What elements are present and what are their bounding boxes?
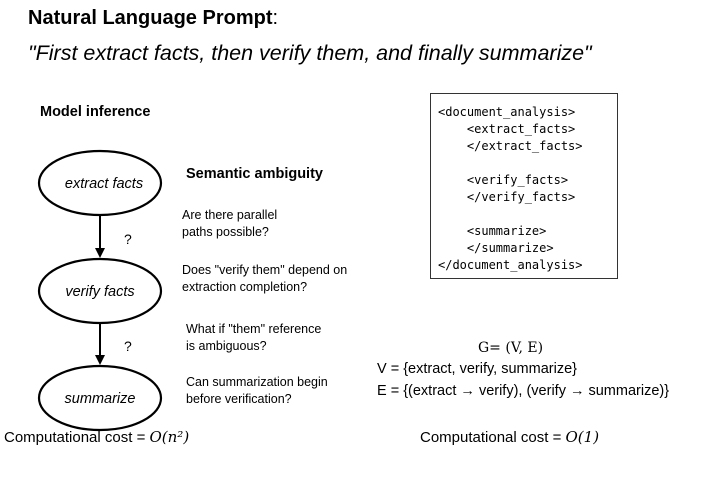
ambiguity-question: Can summarization begin before verificat… <box>186 375 328 406</box>
code-line: </verify_facts> <box>438 190 576 204</box>
semantic-ambiguity-heading: Semantic ambiguity <box>186 166 323 182</box>
code-line: <verify_facts> <box>438 173 569 187</box>
graph-edges: E = {(extract → verify), (verify → summa… <box>377 383 670 399</box>
cost-right: Computational cost = O(1) <box>420 428 600 446</box>
ambiguity-question: Are there parallel paths possible? <box>182 208 278 239</box>
svg-text:summarize: summarize <box>65 391 136 407</box>
node-extract-facts: extract facts <box>37 149 163 217</box>
cost-left: Computational cost = O(n²) <box>4 428 190 446</box>
code-line: <summarize> <box>438 224 547 238</box>
graph-vertices: V = {extract, verify, summarize} <box>377 361 577 377</box>
page-title: Natural Language Prompt: <box>28 7 279 29</box>
graph-definition: G= (V, E) <box>478 340 544 356</box>
model-inference-heading: Model inference <box>40 104 151 120</box>
code-line: </extract_facts> <box>438 139 583 153</box>
svg-text:extract facts: extract facts <box>65 176 143 192</box>
node-summarize: summarize <box>37 364 163 432</box>
edge-question-mark: ? <box>124 338 132 354</box>
prompt-text: "First extract facts, then verify them, … <box>28 41 592 65</box>
code-block <box>430 93 618 279</box>
code-line: </summarize> <box>438 241 554 255</box>
ambiguity-question: What if "them" reference is ambiguous? <box>186 322 322 353</box>
code-line: <extract_facts> <box>438 122 576 136</box>
node-verify-facts: verify facts <box>37 257 163 325</box>
code-line: <document_analysis> <box>438 105 576 119</box>
svg-text:verify facts: verify facts <box>65 284 134 300</box>
code-line: </document_analysis> <box>438 258 583 272</box>
ambiguity-question: Does "verify them" depend on extraction … <box>182 263 348 294</box>
edge-question-mark: ? <box>124 231 132 247</box>
